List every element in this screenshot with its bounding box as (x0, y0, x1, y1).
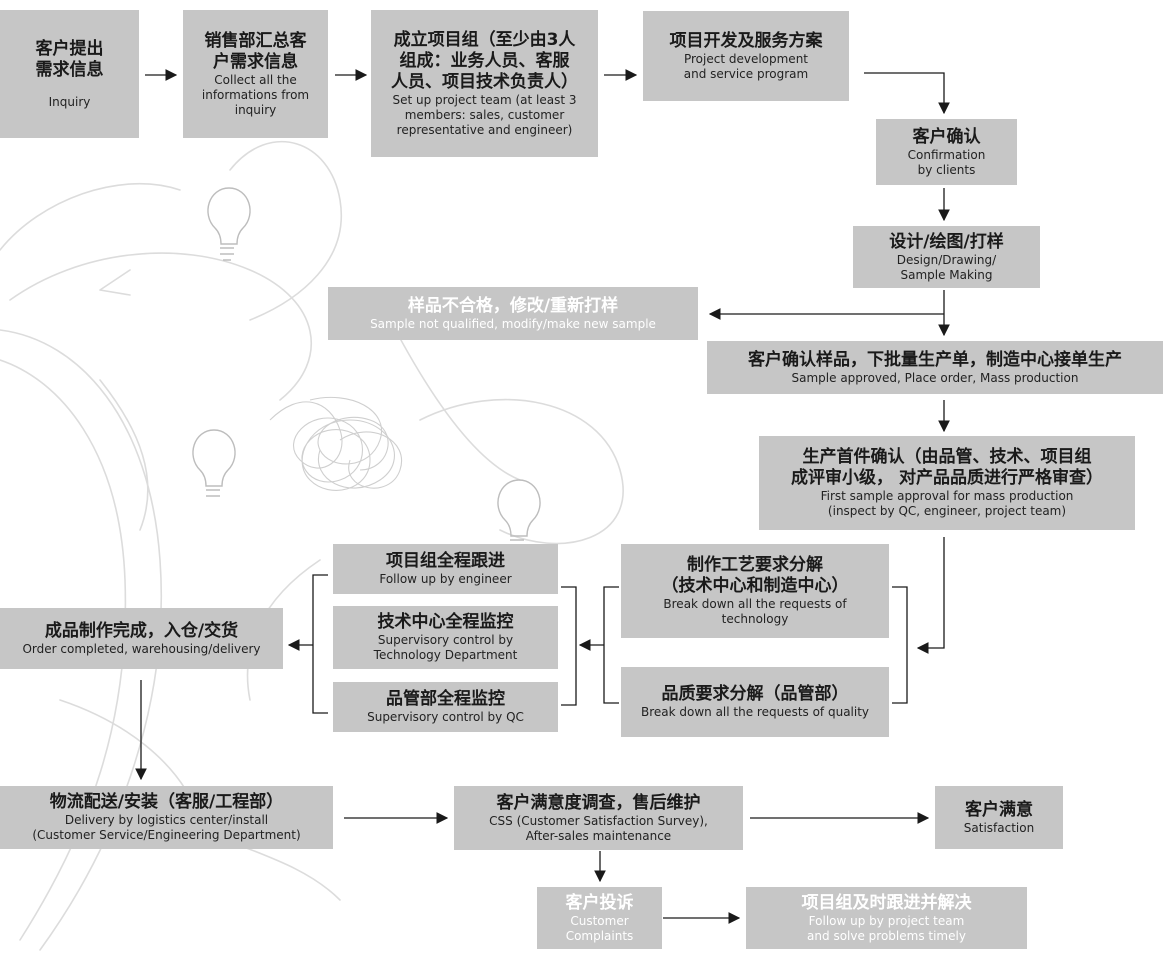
step-tech-req-zh: 制作工艺要求分解 （技术中心和制造中心） (661, 555, 849, 596)
step-satisfaction-en: Satisfaction (963, 820, 1035, 835)
step-team: 成立项目组（至少由3人 组成：业务人员、客服 人员、项目技术负责人） Set u… (371, 10, 598, 157)
step-follow-engineer-en: Follow up by engineer (379, 572, 512, 586)
step-develop-zh: 项目开发及服务方案 (669, 30, 823, 51)
step-confirm-en: Confirmation by clients (907, 147, 986, 177)
step-supervise-tech-en: Supervisory control by Technology Depart… (373, 633, 518, 662)
step-approve-en: Sample approved, Place order, Mass produ… (791, 370, 1079, 385)
step-team-zh: 成立项目组（至少由3人 组成：业务人员、客服 人员、项目技术负责人） (391, 29, 578, 92)
step-confirm: 客户确认 Confirmation by clients (876, 119, 1017, 185)
step-reject-en: Sample not qualified, modify/make new sa… (370, 316, 656, 331)
step-solve-zh: 项目组及时跟进并解决 (801, 892, 972, 913)
step-design-en: Design/Drawing/ Sample Making (896, 252, 997, 282)
step-delivery: 物流配送/安装（客服/工程部） Delivery by logistics ce… (0, 786, 333, 849)
step-quality-req-en: Break down all the requests of quality (640, 705, 870, 719)
step-team-en: Set up project team (at least 3 members:… (392, 92, 577, 137)
step-complaints-zh: 客户投诉 (565, 892, 634, 913)
step-css-en: CSS (Customer Satisfaction Survey), Afte… (489, 813, 708, 843)
step-complaints-en: Customer Complaints (565, 913, 634, 943)
step-satisfaction-zh: 客户满意 (965, 799, 1033, 820)
step-design: 设计/绘图/打样 Design/Drawing/ Sample Making (853, 226, 1040, 288)
step-complete: 成品制作完成，入仓/交货 Order completed, warehousin… (0, 608, 283, 669)
step-quality-req: 品质要求分解（品管部） Break down all the requests … (621, 667, 889, 737)
step-css: 客户满意度调查，售后维护 CSS (Customer Satisfaction … (454, 786, 743, 850)
step-supervise-qc: 品管部全程监控 Supervisory control by QC (333, 682, 558, 732)
step-follow-engineer-zh: 项目组全程跟进 (386, 551, 505, 571)
step-complete-zh: 成品制作完成，入仓/交货 (44, 620, 239, 641)
step-first-sample-en: First sample approval for mass productio… (820, 489, 1074, 518)
step-collect-en: Collect all the informations from inquir… (201, 72, 310, 117)
step-supervise-tech-zh: 技术中心全程监控 (377, 612, 514, 632)
step-solve-en: Follow up by project team and solve prob… (807, 913, 966, 943)
step-reject: 样品不合格，修改/重新打样 Sample not qualified, modi… (328, 287, 698, 340)
step-follow-engineer: 项目组全程跟进 Follow up by engineer (333, 544, 558, 594)
step-supervise-qc-zh: 品管部全程监控 (386, 689, 505, 709)
step-delivery-en: Delivery by logistics center/install (Cu… (32, 813, 301, 842)
step-delivery-zh: 物流配送/安装（客服/工程部） (49, 792, 284, 812)
step-collect-zh: 销售部汇总客 户需求信息 (204, 30, 307, 72)
step-inquiry: 客户提出 需求信息 Inquiry (0, 10, 139, 138)
step-first-sample-zh: 生产首件确认（由品管、技术、项目组 成评审小级， 对产品品质进行严格审查） (791, 447, 1103, 488)
step-quality-req-zh: 品质要求分解（品管部） (661, 684, 849, 704)
step-complete-en: Order completed, warehousing/delivery (22, 641, 261, 656)
step-solve: 项目组及时跟进并解决 Follow up by project team and… (746, 887, 1027, 949)
step-first-sample: 生产首件确认（由品管、技术、项目组 成评审小级， 对产品品质进行严格审查） Fi… (759, 436, 1135, 530)
step-tech-req-en: Break down all the requests of technolog… (663, 597, 847, 626)
step-supervise-tech: 技术中心全程监控 Supervisory control by Technolo… (333, 606, 558, 669)
step-develop-en: Project development and service program (683, 51, 809, 81)
step-inquiry-zh: 客户提出 需求信息 (35, 38, 104, 80)
step-design-zh: 设计/绘图/打样 (889, 231, 1004, 252)
step-confirm-zh: 客户确认 (912, 126, 981, 147)
step-approve-zh: 客户确认样品，下批量生产单，制造中心接单生产 (748, 349, 1122, 370)
step-complaints: 客户投诉 Customer Complaints (537, 887, 662, 949)
step-satisfaction: 客户满意 Satisfaction (935, 786, 1063, 849)
step-tech-req: 制作工艺要求分解 （技术中心和制造中心） Break down all the … (621, 544, 889, 638)
step-approve: 客户确认样品，下批量生产单，制造中心接单生产 Sample approved, … (707, 341, 1163, 394)
step-css-zh: 客户满意度调查，售后维护 (496, 792, 701, 813)
step-collect: 销售部汇总客 户需求信息 Collect all the information… (183, 10, 328, 138)
step-develop: 项目开发及服务方案 Project development and servic… (643, 11, 849, 101)
step-reject-zh: 样品不合格，修改/重新打样 (407, 295, 619, 316)
step-inquiry-en: Inquiry (48, 94, 91, 109)
step-supervise-qc-en: Supervisory control by QC (367, 710, 524, 724)
